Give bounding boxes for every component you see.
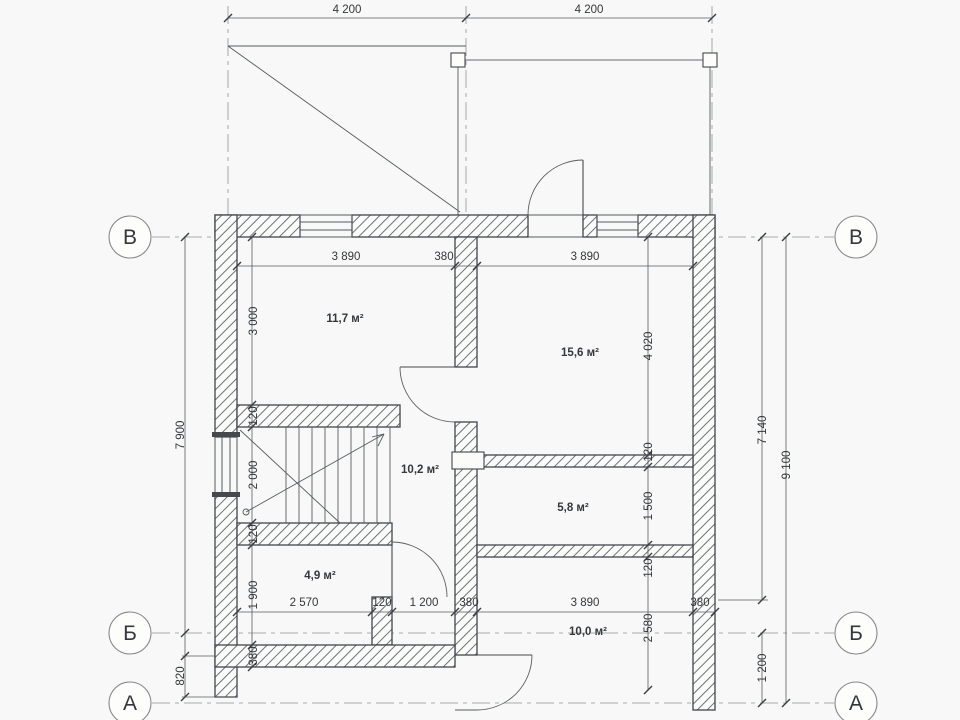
axis-label: Б [123,622,137,645]
window-top-right [596,214,639,238]
roof-outline [227,45,466,213]
door-thresholds [455,214,583,711]
dim-label: 3 890 [332,251,361,263]
door-room-4-9 [391,541,448,598]
dim-label: 1 200 [757,654,769,683]
dim-label: 3 000 [248,307,260,336]
dim-label: 380 [248,646,260,665]
axis-label: Б [849,622,863,645]
room-area-label: 4,9 м² [304,570,336,582]
room-area-label: 15,6 м² [561,347,599,359]
axis-label: А [849,692,863,715]
axis-label: А [123,692,137,715]
door-room-11-7 [399,366,456,423]
room-area-labels: 11,7 м² 15,6 м² 10,2 м² 5,8 м² 4,9 м² 10… [304,313,607,638]
door-entry-bottom [476,654,533,711]
staircase [239,427,391,524]
room-area-label: 5,8 м² [557,502,589,514]
dim-label: 120 [372,597,391,609]
window-sill-mark [212,492,240,497]
window-top-left [299,214,353,238]
room-area-label: 11,7 м² [326,313,363,325]
dim-label: 1 200 [410,597,439,609]
room-area-label: 10,2 м² [401,464,439,476]
dim-label: 120 [248,406,260,425]
window-sill-mark [212,432,240,437]
terrace-post [450,52,466,68]
room-area-label: 10,0 м² [569,626,607,638]
dim-label: 2 570 [290,597,319,609]
terrace-post [702,52,718,68]
dim-label: 820 [175,666,187,685]
dim-label: 7 140 [757,416,769,445]
dim-label: 7 900 [175,421,187,450]
dim-label: 120 [643,558,655,577]
dim-label: 1 500 [643,492,655,521]
dimension-lines [182,17,787,703]
dim-label: 1 900 [248,581,260,610]
dim-label: 380 [434,251,453,263]
grid-axis-bubbles: В В Б Б А А [108,215,878,720]
axis-label: В [849,226,863,249]
dim-label: 3 890 [571,597,600,609]
dim-label: 120 [248,524,260,543]
dim-label: 9 100 [781,451,793,480]
dim-label: 380 [459,597,478,609]
dim-label: 4 020 [643,332,655,361]
dim-label: 380 [690,597,709,609]
door-terrace [527,159,584,216]
axis-label: В [123,226,137,249]
dim-label: 4 200 [333,4,362,16]
dim-label: 2 000 [248,461,260,490]
dim-label: 120 [643,442,655,461]
walls [214,214,716,711]
window-left-stair [212,432,240,497]
dim-label: 4 200 [575,4,604,16]
dim-label: 3 890 [571,251,600,263]
dim-label: 2 580 [643,614,655,643]
dimension-labels: 4 200 4 200 3 890 380 3 890 7 900 820 3 … [175,4,793,686]
dimension-ticks [180,13,791,708]
wall-junction [451,451,485,470]
stair-direction-start [242,508,250,516]
